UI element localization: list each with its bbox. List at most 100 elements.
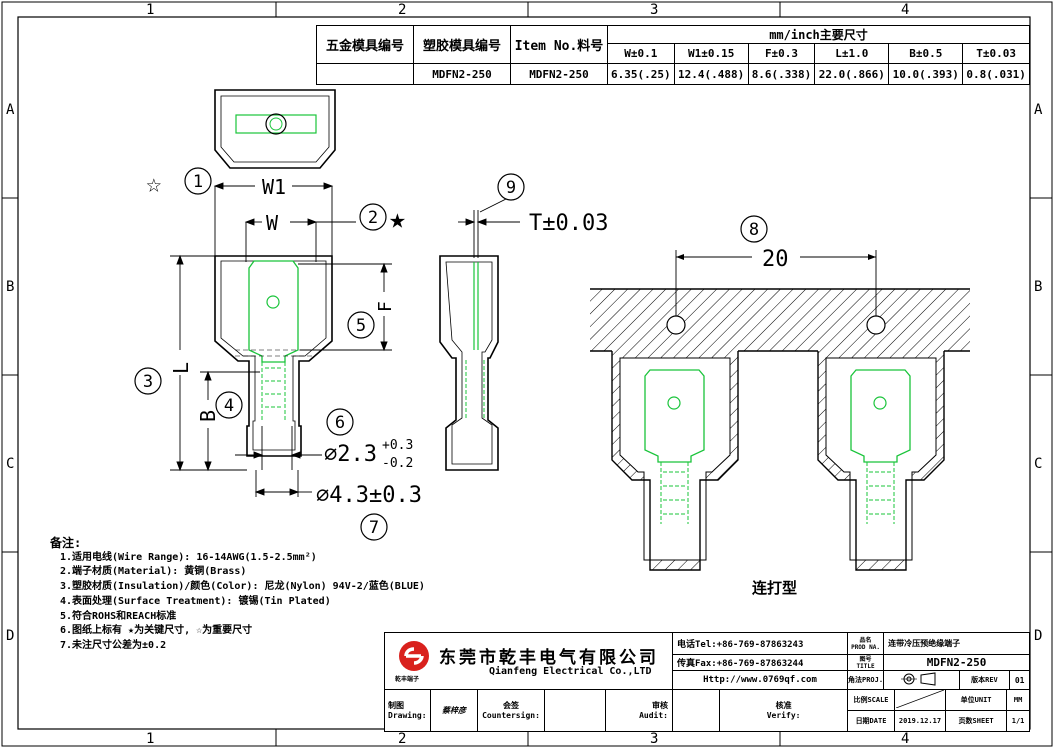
row-label-c: C [6, 456, 14, 472]
date-value: 2019.12.17 [894, 710, 946, 731]
callout-3: 3 [143, 372, 153, 392]
drawing-name: 蔡梓彦 [430, 689, 478, 732]
callout-8: 8 [749, 220, 759, 240]
col-label-1-bottom: 1 [146, 731, 154, 747]
col-label-2-bottom: 2 [398, 731, 406, 747]
title-block: 乾丰端子 东莞市乾丰电气有限公司 Qianfeng Electrical Co.… [384, 632, 1030, 732]
fax-cell: 传真Fax:+86-769-87863244 [672, 654, 848, 671]
dim-pitch: 20 [762, 247, 789, 272]
important-star-icon: ☆ [146, 169, 162, 199]
hdr-item-no: Item No.料号 [510, 25, 608, 64]
side-view [439, 255, 499, 471]
title-value: MDFN2-250 [883, 654, 1030, 671]
projection-symbol-icon [883, 670, 960, 690]
hdr-dim-f: F±0.3 [747, 43, 816, 64]
callout-4: 4 [224, 396, 234, 416]
scale-label: 比例SCALE [848, 690, 895, 711]
date-label: 日期DATE [848, 710, 895, 731]
row-label-b: B [6, 279, 14, 295]
note-line-6: 6.图纸上标有 ★为关键尺寸, ☆为重要尺寸 [60, 625, 253, 637]
dim-tol-plus: +0.3 [382, 438, 413, 453]
dim-tol-minus: -0.2 [382, 456, 413, 471]
val-dim-b: 10.0(.393) [888, 63, 964, 85]
val-metal-mold [316, 63, 414, 85]
hdr-metal-mold: 五金模具编号 [316, 25, 414, 64]
sheet-label: 页数SHEET [945, 710, 1008, 731]
row-label-d: D [6, 628, 14, 644]
col-label-3: 3 [650, 2, 658, 18]
strip-view [590, 250, 970, 571]
scale-value [894, 690, 946, 711]
notes-title: 备注: [50, 536, 82, 550]
spec-table: 五金模具编号 塑胶模具编号 Item No.料号 mm/inch主要尺寸 W±0… [316, 25, 1030, 85]
dim-w1: W1 [262, 175, 286, 199]
key-star-icon: ★ [389, 202, 406, 235]
hdr-dim-l: L±1.0 [814, 43, 890, 64]
hdr-dim-t: T±0.03 [962, 43, 1030, 64]
val-dim-w1: 12.4(.488) [673, 63, 749, 85]
tel-cell: 电话Tel:+86-769-87863243 [672, 632, 848, 655]
sheet-value: 1/1 [1011, 716, 1025, 725]
notes-block: 备注: 1.适用电线(Wire Range): 16-14AWG(1.5-2.5… [50, 536, 425, 654]
row-label-a: A [6, 102, 15, 118]
row-label-b-right: B [1034, 279, 1042, 295]
val-plastic-mold: MDFN2-250 [413, 63, 511, 85]
val-dim-f: 8.6(.338) [747, 63, 816, 85]
dim-w: W [266, 211, 279, 235]
proj-label: 角法PROJ. [846, 670, 885, 690]
val-dim-t: 0.8(.031) [962, 63, 1030, 85]
col-label-1: 1 [146, 2, 154, 18]
http-cell: Http://www.0769qf.com [672, 670, 848, 690]
dim-inner-dia: ⌀2.3 [324, 442, 377, 467]
row-label-a-right: A [1034, 102, 1043, 118]
callout-6: 6 [335, 413, 345, 433]
scale-date-cell: 比例SCALE 单位UNIT MM 日期DATE 2019.12.17 页数SH… [847, 689, 1030, 732]
col-label-2: 2 [398, 2, 406, 18]
val-dim-l: 22.0(.866) [814, 63, 890, 85]
callout-2: 2 [368, 208, 378, 228]
audit-value [671, 689, 721, 732]
prod-name-value: 连带冷压预绝缘端子 [883, 632, 1030, 655]
note-line-5: 5.符合ROHS和REACH标准 [60, 610, 177, 622]
rev-value: 01 [1009, 670, 1030, 690]
dim-outer-dia: ⌀4.3±0.3 [316, 483, 422, 508]
hdr-dims-title: mm/inch主要尺寸 [607, 25, 1030, 44]
company-logo-icon [399, 641, 429, 671]
top-view [214, 89, 336, 169]
row-label-c-right: C [1034, 456, 1042, 472]
val-item-no: MDFN2-250 [510, 63, 608, 85]
hdr-plastic-mold: 塑胶模具编号 [413, 25, 511, 64]
company-cell: 乾丰端子 东莞市乾丰电气有限公司 Qianfeng Electrical Co.… [384, 632, 673, 690]
unit-label: 单位UNIT [945, 690, 1008, 711]
col-label-4: 4 [901, 2, 909, 18]
note-line-3: 3.塑胶材质(Insulation)/颜色(Color): 尼龙(Nylon) … [60, 581, 425, 593]
logo-subtitle: 乾丰端子 [395, 676, 420, 683]
note-line-1: 1.适用电线(Wire Range): 16-14AWG(1.5-2.5mm²) [60, 551, 317, 563]
countersign-value [544, 689, 606, 732]
hdr-dim-w1: W1±0.15 [673, 43, 749, 64]
callout-5: 5 [356, 316, 366, 336]
note-line-2: 2.端子材质(Material): 黄铜(Brass) [60, 566, 247, 578]
dim-b: B [196, 410, 220, 422]
strip-caption: 连打型 [752, 579, 797, 597]
callout-1: 1 [193, 172, 203, 192]
company-name-cn: 东莞市乾丰电气有限公司 [439, 648, 659, 668]
dim-t: T±0.03 [529, 211, 608, 236]
front-view [214, 255, 333, 457]
row-label-d-right: D [1034, 628, 1042, 644]
dim-f: F [375, 301, 396, 312]
hdr-dim-w: W±0.1 [607, 43, 675, 64]
note-line-4: 4.表面处理(Surface Treatment): 镀锡(Tin Plated… [60, 595, 331, 607]
hdr-dim-b: B±0.5 [888, 43, 964, 64]
col-label-4-bottom: 4 [901, 731, 909, 747]
val-dim-w: 6.35(.25) [607, 63, 675, 85]
dim-l: L [169, 362, 193, 374]
callout-9: 9 [506, 178, 516, 198]
unit-value: MM [1006, 690, 1029, 711]
